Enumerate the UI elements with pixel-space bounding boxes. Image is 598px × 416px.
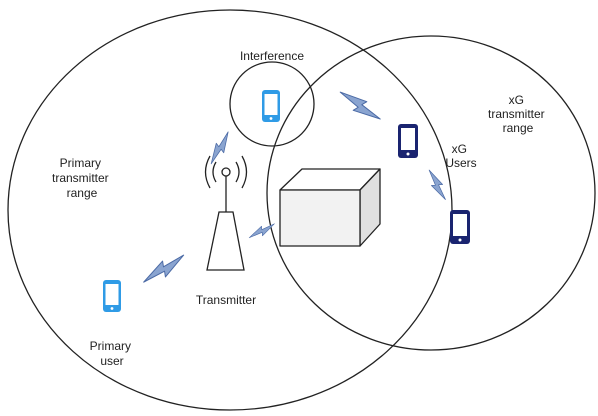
lightning-bolt-icon <box>140 247 188 291</box>
xg-transmitter-range-circle <box>266 35 596 351</box>
primary-transmitter-range-circle <box>7 9 453 411</box>
interference-circle <box>229 61 315 147</box>
xg-transmitter-range-label: xG transmitter range <box>488 93 548 135</box>
phone-icon <box>398 124 418 158</box>
building-box-icon <box>279 168 381 247</box>
xg-users-label: xG Users <box>445 142 476 170</box>
lightning-bolt-icon <box>423 168 451 202</box>
transmitter-label: Transmitter <box>196 293 256 307</box>
interference-label: Interference <box>240 49 304 63</box>
lightning-bolt-icon <box>208 128 232 168</box>
primary-user-label: Primary user <box>90 339 135 368</box>
transmitter-tower-icon <box>204 155 248 271</box>
phone-icon <box>450 210 470 244</box>
primary-transmitter-range-label: Primary transmitter range <box>52 156 112 200</box>
phone-icon <box>103 280 121 312</box>
lightning-bolt-icon <box>335 88 385 124</box>
phone-icon <box>262 90 280 122</box>
